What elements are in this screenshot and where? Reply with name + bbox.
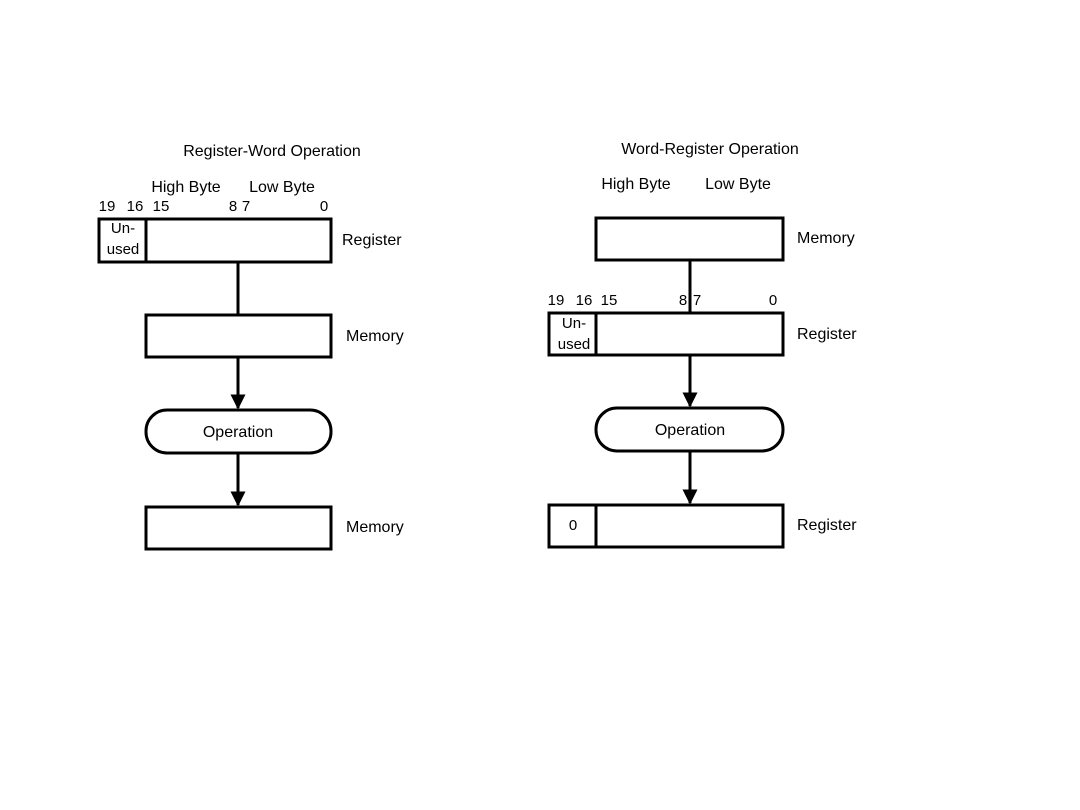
left-memory-result-box xyxy=(144,505,333,551)
left-bit-19: 19 xyxy=(99,198,116,215)
left-register-label: Register xyxy=(342,232,402,249)
right-title: Word-Register Operation xyxy=(621,141,799,158)
right-diagram: Word-Register Operation High Byte Low By… xyxy=(547,141,857,549)
left-diagram: Register-Word Operation High Byte Low By… xyxy=(97,143,404,551)
left-bit-8: 8 xyxy=(229,198,237,215)
left-bit-0: 0 xyxy=(320,198,328,215)
right-bit-16: 16 xyxy=(576,292,593,309)
right-zero-value: 0 xyxy=(569,517,577,534)
left-memory-result-label: Memory xyxy=(346,519,404,536)
left-bit-16: 16 xyxy=(127,198,144,215)
right-bit-15: 15 xyxy=(601,292,618,309)
left-title: Register-Word Operation xyxy=(183,143,361,160)
right-bit-19: 19 xyxy=(548,292,565,309)
right-memory-box xyxy=(594,216,785,262)
left-high-byte-label: High Byte xyxy=(151,179,220,196)
right-register-box xyxy=(547,311,785,357)
left-bit-15: 15 xyxy=(153,198,170,215)
right-bit-8: 8 xyxy=(679,292,687,309)
right-unused-line1: Un- xyxy=(562,315,586,332)
right-register-result-label: Register xyxy=(797,517,857,534)
right-memory-label: Memory xyxy=(797,230,855,247)
left-memory-box xyxy=(144,313,333,359)
right-register-label: Register xyxy=(797,326,857,343)
left-memory-label: Memory xyxy=(346,328,404,345)
right-operation-label: Operation xyxy=(655,422,725,439)
right-low-byte-label: Low Byte xyxy=(705,176,771,193)
right-high-byte-label: High Byte xyxy=(601,176,670,193)
right-register-result-box xyxy=(547,503,785,549)
right-unused-line2: used xyxy=(558,336,591,353)
left-unused-line1: Un- xyxy=(111,220,135,237)
right-bit-7: 7 xyxy=(693,292,701,309)
left-operation-label: Operation xyxy=(203,424,273,441)
left-low-byte-label: Low Byte xyxy=(249,179,315,196)
left-unused-line2: used xyxy=(107,241,140,258)
left-register-box xyxy=(97,217,333,264)
right-bit-0: 0 xyxy=(769,292,777,309)
left-bit-7: 7 xyxy=(242,198,250,215)
